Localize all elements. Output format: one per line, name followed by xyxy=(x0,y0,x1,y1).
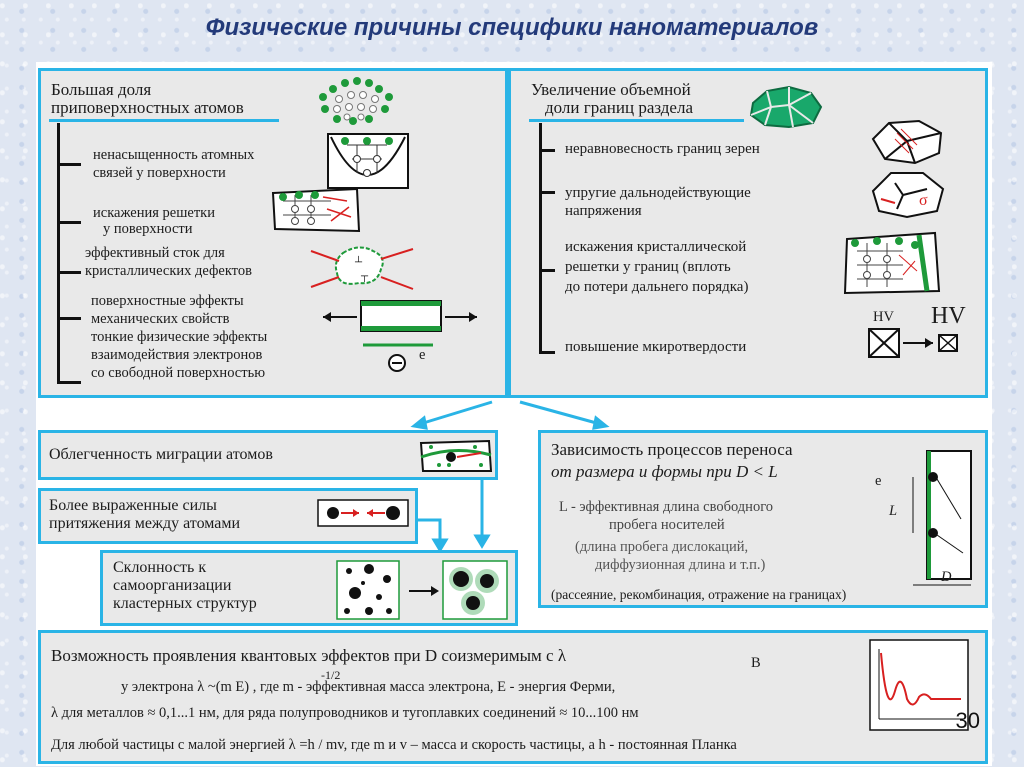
item-defect-sink-2: кристаллических дефектов xyxy=(85,263,252,279)
heading-underline xyxy=(49,119,279,122)
item-elastic-1: упругие дальнодействующие xyxy=(565,185,751,201)
transport-note: (рассеяние, рекомбинация, отражение на г… xyxy=(551,587,847,602)
quantum-line-4: Для любой частицы с малой энергией λ =h … xyxy=(51,737,737,753)
transport-label-D: D xyxy=(941,569,952,585)
item-surface-2: механических свойств xyxy=(91,311,230,327)
migration-box: Облегченность миграции атомов xyxy=(38,430,498,480)
transport-def-1: L - эффективная длина свободного xyxy=(559,499,774,515)
item-surface-3: тонкие физические эффекты xyxy=(91,329,268,345)
defect-sink-icon: ┴┬ xyxy=(310,246,414,290)
sigma-symbol: σ xyxy=(919,192,928,209)
item-lattice-distortion-1: искажения решетки xyxy=(93,205,215,221)
forces-text-2: притяжения между атомами xyxy=(49,515,241,532)
atom-cluster-icon xyxy=(319,77,393,125)
transport-line-2: от размера и формы при D < L xyxy=(551,462,778,481)
item-crystal-2: решетки у границ (вплоть xyxy=(565,259,731,275)
page-number: 30 xyxy=(955,708,980,733)
transport-def-3: (длина пробега дислокаций, xyxy=(575,539,749,555)
transport-label-L: L xyxy=(889,503,898,519)
interfaces-panel: Увеличение объемной доли границ раздела … xyxy=(508,68,988,398)
electron-icon xyxy=(363,343,433,372)
transport-figure xyxy=(912,450,972,586)
grain-structure-icon xyxy=(749,85,823,129)
item-surface-1: поверхностные эффекты xyxy=(91,293,244,309)
transport-box: Зависимость процессов переноса от размер… xyxy=(538,430,988,608)
transport-line-1: Зависимость процессов переноса xyxy=(551,440,793,459)
item-lattice-distortion-2: у поверхности xyxy=(103,221,193,237)
transport-def-2: пробега носителей xyxy=(609,517,725,533)
svg-text:┬: ┬ xyxy=(360,271,369,282)
tree-trunk-right xyxy=(539,123,542,353)
item-elastic-2: напряжения xyxy=(565,203,642,219)
hv-large-label: HV xyxy=(931,303,966,329)
interfaces-heading-1: Увеличение объемной xyxy=(531,80,691,99)
surface-heading-2: приповерхностных атомов xyxy=(51,98,244,117)
indentation-icon xyxy=(868,328,958,358)
item-crystal-3: до потери дальнего порядка) xyxy=(565,279,749,295)
page-title: Физические причины специфики наноматериа… xyxy=(205,14,819,41)
lattice-distortion-icon xyxy=(271,187,361,233)
item-defect-sink-1: эффективный сток для xyxy=(85,245,225,261)
surface-bonds-icon xyxy=(327,133,409,189)
electron-label: e xyxy=(419,347,426,363)
surface-plate-icon xyxy=(323,300,477,332)
interfaces-heading-2: доли границ раздела xyxy=(545,98,693,117)
hv-small-label: HV xyxy=(873,309,894,325)
quantum-line-1: Возможность проявления квантовых эффекто… xyxy=(51,646,567,665)
transport-sub-e: e xyxy=(875,473,882,489)
migration-text: Облегченность миграции атомов xyxy=(49,446,273,463)
quantum-graph-icon xyxy=(869,639,969,731)
atom-attraction-icon xyxy=(317,499,409,527)
self-org-text-3: кластерных структур xyxy=(113,595,257,612)
item-microhardness: повышение мкиротвердости xyxy=(565,339,747,355)
boundary-lattice-icon xyxy=(843,231,941,295)
grain-boundary-icon xyxy=(871,119,943,165)
quantum-line-2-sup: -1/2 xyxy=(321,668,341,682)
self-organization-box: Склонность к самоорганизации кластерных … xyxy=(100,550,518,626)
item-crystal-1: искажения кристаллической xyxy=(565,239,747,255)
svg-text:┴: ┴ xyxy=(354,255,363,268)
quantum-line-2: у электрона λ ~(m E) , где m - эффективн… xyxy=(121,679,616,695)
tree-trunk xyxy=(57,123,60,383)
quantum-line-3: λ для металлов ≈ 0,1...1 нм, для ряда по… xyxy=(51,705,639,721)
transport-def-4: диффузионная длина и т.п.) xyxy=(595,557,766,573)
forces-text-1: Более выраженные силы xyxy=(49,497,217,514)
quantum-line-1-sub: B xyxy=(751,655,761,671)
surface-atoms-panel: Большая доля приповерхностных атомов нен… xyxy=(38,68,508,398)
heading-underline-right xyxy=(529,119,744,122)
migration-icon xyxy=(419,439,493,472)
quantum-box: Возможность проявления квантовых эффекто… xyxy=(38,630,988,764)
self-org-text-2: самоорганизации xyxy=(113,577,232,594)
stress-grain-icon: σ xyxy=(871,172,945,219)
item-surface-4: взаимодействия электронов xyxy=(91,347,263,363)
item-unsaturated-bonds-1: ненасыщенность атомных xyxy=(93,147,255,163)
forces-box: Более выраженные силы притяжения между а… xyxy=(38,488,418,544)
item-nonequilibrium: неравновесность границ зерен xyxy=(565,141,760,157)
item-unsaturated-bonds-2: связей у поверхности xyxy=(93,165,226,181)
item-surface-5: со свободной поверхностью xyxy=(91,365,266,381)
self-org-text-1: Склонность к xyxy=(113,559,207,576)
cluster-icon xyxy=(336,560,508,620)
surface-heading-1: Большая доля xyxy=(51,80,152,99)
